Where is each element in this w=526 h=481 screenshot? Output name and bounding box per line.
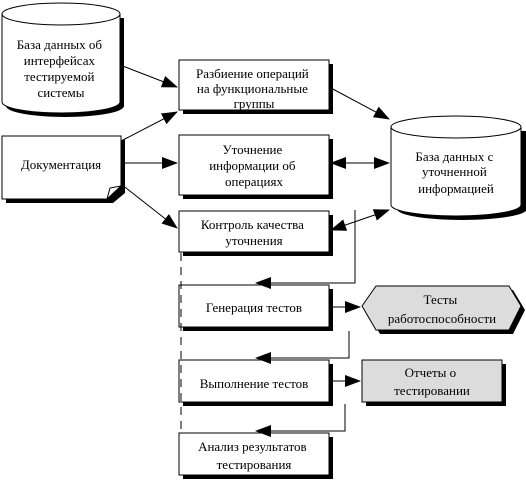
analyze-results-node: Анализ результатов тестирования [178, 432, 333, 479]
arrow-db-to-generate [255, 210, 356, 289]
reports-output-node: Отчеты о тестировании [361, 359, 506, 406]
generate-tests-node: Генерация тестов [178, 284, 333, 331]
run-tests-label: Выполнение тестов [200, 376, 309, 391]
database-interfaces-line: интерфейсах [24, 53, 96, 68]
reports-output-label: Отчеты о тестировании [394, 365, 470, 398]
generate-tests-label: Генерация тестов [206, 300, 302, 315]
refine-info-node: Уточнение информации об операциях [178, 134, 333, 199]
database-refined-line: База данных с [415, 149, 493, 164]
analyze-results-label: Анализ результатов тестирования [198, 439, 310, 472]
split-operations-line: Разбиение операций [196, 66, 309, 81]
arrow-split-to-db [328, 86, 390, 120]
split-operations-label: Разбиение операций на функциональные гру… [196, 66, 312, 111]
quality-control-label: Контроль качества уточнения [201, 217, 307, 248]
reports-output-line: Отчеты о [405, 365, 457, 380]
database-interfaces-line: системы [38, 85, 85, 100]
reports-output-line: тестировании [394, 383, 470, 398]
arrow-db-to-split [119, 64, 178, 88]
quality-control-line: уточнения [225, 233, 282, 248]
database-interfaces-line: тестируемой [24, 69, 94, 84]
refine-info-label: Уточнение информации об операциях [209, 142, 299, 189]
arrow-reports-to-analyze [255, 404, 346, 437]
analyze-results-line: Анализ результатов [198, 439, 307, 454]
database-refined-line: информацией [418, 181, 494, 196]
refine-info-line: Уточнение [222, 142, 282, 157]
quality-control-line: Контроль качества [201, 217, 304, 232]
documentation-label: Документация [21, 157, 101, 172]
database-interfaces-node: База данных об интерфейсах тестируемой с… [1, 2, 124, 117]
arrow-doc-to-control [120, 183, 178, 229]
tests-output-line: работоспособности [388, 311, 496, 326]
run-tests-node: Выполнение тестов [178, 359, 333, 406]
tests-output-node: Тесты работоспособности [361, 285, 525, 334]
database-refined-line: уточненной [422, 164, 487, 179]
tests-output-label: Тесты работоспособности [388, 292, 496, 326]
database-interfaces-label: База данных об интерфейсах тестируемой с… [17, 37, 106, 100]
analyze-results-line: тестирования [217, 457, 292, 472]
split-operations-node: Разбиение операций на функциональные гру… [178, 59, 333, 114]
database-interfaces-line: База данных об [17, 37, 103, 52]
database-refined-label: База данных с уточненной информацией [415, 149, 496, 196]
tests-output-line: Тесты [424, 292, 458, 307]
quality-control-node: Контроль качества уточнения [178, 210, 333, 256]
database-refined-node: База данных с уточненной информацией [390, 115, 526, 220]
arrow-doc-to-split [120, 111, 178, 142]
documentation-node: Документация [1, 135, 125, 203]
split-operations-line: группы [234, 96, 275, 111]
arrow-control-db [330, 209, 390, 231]
split-operations-line: на функциональные [197, 81, 308, 96]
arrow-tests-to-run [255, 331, 350, 364]
refine-info-line: информации об [209, 158, 296, 173]
refine-info-line: операциях [225, 174, 283, 189]
